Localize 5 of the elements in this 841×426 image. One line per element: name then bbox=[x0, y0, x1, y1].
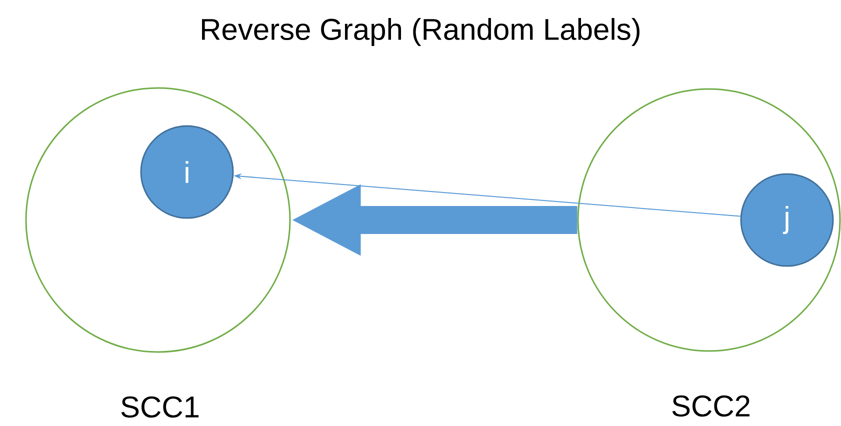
component-label: SCC1 bbox=[121, 396, 199, 418]
component-label: SCC2 bbox=[672, 395, 750, 417]
component-circle bbox=[577, 88, 841, 352]
title: Reverse Graph (Random Labels) bbox=[202, 18, 640, 46]
component-circle bbox=[25, 87, 291, 353]
